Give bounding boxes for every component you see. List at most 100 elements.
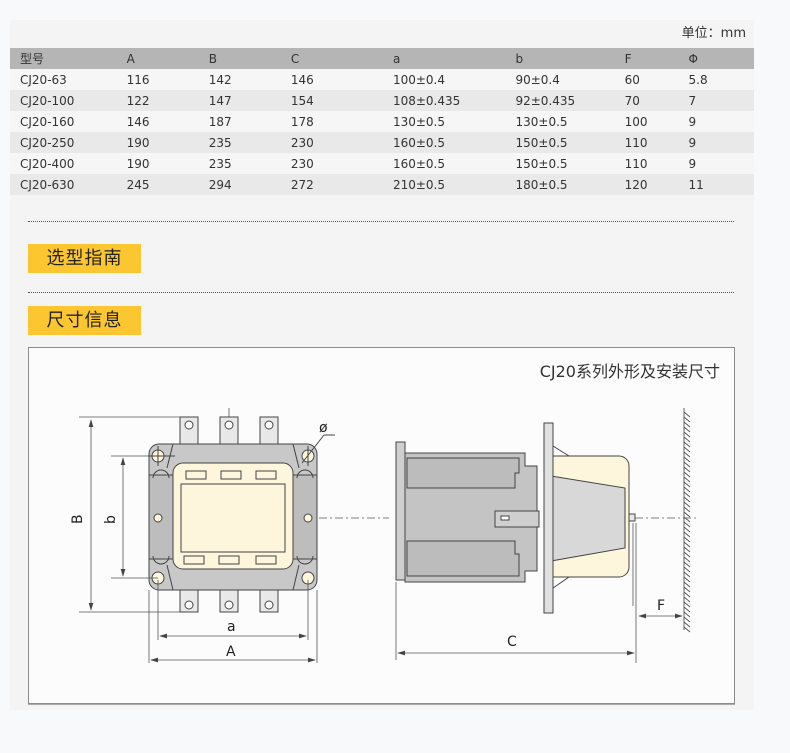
top-terminals: [179, 416, 279, 445]
label-F: F: [657, 598, 665, 614]
table-cell: 122: [126, 90, 209, 111]
wall-hatch-line: [683, 431, 691, 438]
wall-hatch-line: [683, 456, 691, 463]
wall-hatch-line: [683, 436, 691, 443]
table-cell: 7: [688, 90, 754, 111]
section-tag-selection-guide[interactable]: 选型指南: [28, 244, 141, 273]
table-cell: 120: [624, 174, 689, 195]
table-cell: 108±0.435: [392, 90, 516, 111]
table-cell: 110: [624, 132, 689, 153]
table-cell: 187: [208, 111, 291, 132]
label-a: a: [227, 619, 236, 635]
wall-hatch-line: [683, 591, 691, 598]
label-C: C: [507, 634, 517, 650]
table-cell: 150±0.5: [515, 132, 625, 153]
table-cell: 147: [208, 90, 291, 111]
wall-hatch-line: [683, 581, 691, 588]
wall-hatch-line: [683, 546, 691, 553]
wall-hatch-line: [683, 536, 691, 543]
wall-hatch-line: [683, 551, 691, 558]
table-cell: 160±0.5: [392, 132, 516, 153]
wall-hatch-line: [683, 506, 691, 513]
table-cell: 235: [208, 132, 291, 153]
wall-hatch-line: [683, 626, 691, 633]
wall-hatch-line: [683, 476, 691, 483]
table-cell: 5.8: [688, 69, 754, 90]
wall-hatch-line: [683, 566, 691, 573]
table-cell: CJ20-100: [10, 90, 127, 111]
table-cell: 90±0.4: [515, 69, 625, 90]
wall-hatch-line: [683, 491, 691, 498]
label-B: B: [70, 514, 86, 524]
section-tag-dimension-info[interactable]: 尺寸信息: [28, 306, 141, 335]
dotted-divider: [28, 292, 734, 293]
table-cell: 130±0.5: [392, 111, 516, 132]
wall-hatch-line: [683, 621, 691, 628]
table-cell: 70: [624, 90, 689, 111]
wall-hatch-line: [683, 571, 691, 578]
table-cell: 100: [624, 111, 689, 132]
wall-hatch-line: [683, 601, 691, 608]
table-cell: 154: [290, 90, 393, 111]
table-cell: 146: [126, 111, 209, 132]
table-cell: 210±0.5: [392, 174, 516, 195]
table-cell: CJ20-63: [10, 69, 127, 90]
table-cell: CJ20-160: [10, 111, 127, 132]
table-cell: 180±0.5: [515, 174, 625, 195]
wall-hatch-line: [683, 421, 691, 428]
wall-hatch-line: [683, 576, 691, 583]
table-cell: CJ20-630: [10, 174, 127, 195]
table-cell: 9: [688, 111, 754, 132]
wall-hatch-line: [683, 606, 691, 613]
wall-hatch-line: [683, 521, 691, 528]
header-F: F: [624, 48, 689, 69]
wall-hatch-line: [683, 531, 691, 538]
wall-hatch-line: [683, 526, 691, 533]
wall-hatch-line: [683, 586, 691, 593]
wall-hatch-line: [683, 411, 691, 418]
table-cell: 190: [126, 153, 209, 174]
bottom-terminals: [179, 587, 279, 613]
table-cell: 178: [290, 111, 393, 132]
table-cell: 100±0.4: [392, 69, 516, 90]
table-cell: 272: [290, 174, 393, 195]
wall-hatch-line: [683, 611, 691, 618]
table-cell: CJ20-400: [10, 153, 127, 174]
table-cell: 160±0.5: [392, 153, 516, 174]
table-cell: 142: [208, 69, 291, 90]
table-cell: 92±0.435: [515, 90, 625, 111]
wall-hatch-line: [683, 561, 691, 568]
header-A: A: [126, 48, 209, 69]
wall-hatch-line: [683, 441, 691, 448]
wall-hatch-line: [683, 426, 691, 433]
table-cell: 130±0.5: [515, 111, 625, 132]
wall-hatch-line: [683, 541, 691, 548]
label-phi: ø: [319, 420, 328, 436]
unit-label: 单位：mm: [681, 26, 746, 41]
dimension-diagram: CJ20系列外形及安装尺寸: [28, 347, 735, 704]
side-view: [395, 422, 636, 614]
wall-hatch-line: [683, 556, 691, 563]
header-model: 型号: [10, 48, 127, 69]
table-cell: CJ20-250: [10, 132, 127, 153]
table-cell: 294: [208, 174, 291, 195]
wall-hatch-line: [683, 451, 691, 458]
header-a: a: [392, 48, 516, 69]
wall-hatch-line: [683, 596, 691, 603]
table-cell: 190: [126, 132, 209, 153]
table-cell: 230: [290, 132, 393, 153]
table-cell: 245: [126, 174, 209, 195]
table-cell: 11: [688, 174, 754, 195]
header-B: B: [208, 48, 291, 69]
table-cell: 116: [126, 69, 209, 90]
wall-hatch-line: [683, 481, 691, 488]
table-cell: 9: [688, 132, 754, 153]
wall-hatch-line: [683, 471, 691, 478]
mounting-wall: [683, 408, 691, 633]
wall-hatch-line: [683, 466, 691, 473]
wall-hatch-line: [683, 501, 691, 508]
